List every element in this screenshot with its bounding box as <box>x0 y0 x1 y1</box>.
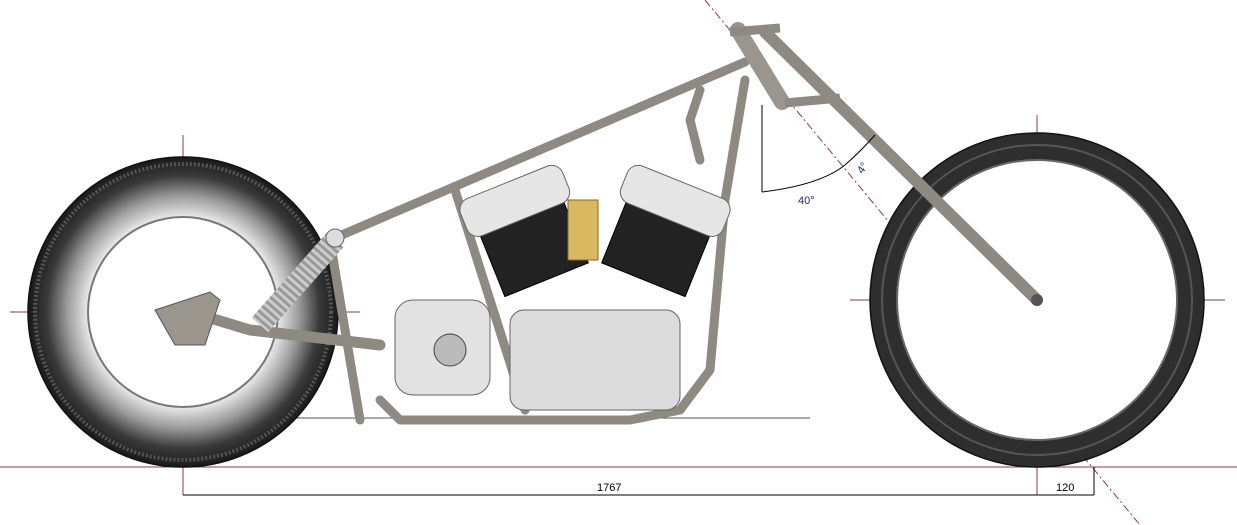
engine-crankcase <box>509 309 681 411</box>
rake-angle-label: 40° <box>798 195 815 207</box>
engine <box>394 164 731 411</box>
front-fork <box>729 23 1043 306</box>
rear-cylinder <box>601 164 731 298</box>
front-tire-sidewall <box>881 144 1193 456</box>
rear-shock <box>251 228 345 333</box>
front-axle <box>1031 294 1043 306</box>
rear-tire-tread <box>33 162 333 462</box>
fork-rocker <box>784 93 841 108</box>
fork-leg <box>759 26 1043 306</box>
frame-gusset-tube <box>685 85 705 165</box>
dimension-lines <box>183 467 1095 496</box>
carburetor <box>567 199 599 261</box>
shock-mount <box>325 228 345 248</box>
transmission-cover <box>433 333 467 367</box>
fork-top-clamp <box>729 23 781 37</box>
offset-angle-label: 4° <box>855 161 871 177</box>
rake-angle-arc <box>761 164 846 193</box>
wheelbase-dimension: 1767 <box>597 482 621 494</box>
shock-coils <box>251 232 344 333</box>
frame-rear-upright <box>325 235 365 425</box>
trail-dimension: 120 <box>1056 482 1074 494</box>
steering-neck <box>730 22 790 110</box>
front-cylinder <box>459 164 589 298</box>
frame-backbone-tube <box>325 57 750 245</box>
rear-axle-plate <box>154 291 221 346</box>
rake-angle-annotation <box>761 105 876 193</box>
offset-angle-arc <box>844 134 876 166</box>
